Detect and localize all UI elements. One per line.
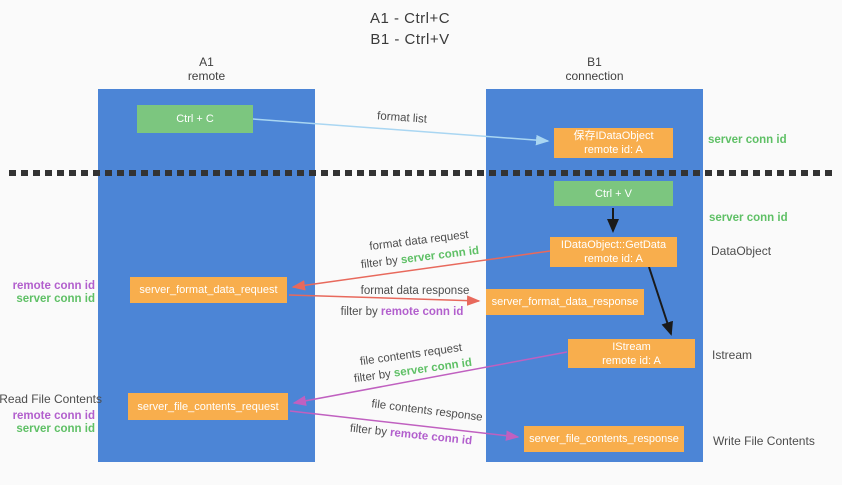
- label-right-server-conn-id-2: server conn id: [709, 212, 788, 224]
- node-idataobject-getdata-line1: IDataObject::GetData: [560, 239, 667, 251]
- label-right-server-conn-id-1: server conn id: [708, 134, 787, 146]
- title-line-2: B1 - Ctrl+V: [370, 31, 450, 48]
- node-server-format-data-request: server_format_data_request: [130, 277, 287, 303]
- node-server-format-data-response: server_format_data_response: [486, 289, 644, 315]
- label-istream: Istream: [712, 348, 753, 362]
- node-server-file-contents-request-label: server_file_contents_request: [137, 400, 279, 413]
- label-format-data-response: format data response: [360, 285, 470, 297]
- node-save-idataobject: 保存IDataObject remote id: A: [554, 128, 673, 158]
- node-istream-line2: remote id: A: [602, 354, 661, 367]
- lane-header-b1: B1 connection: [486, 55, 703, 83]
- node-ctrl-v: Ctrl + V: [554, 181, 673, 206]
- node-server-format-data-request-label: server_format_data_request: [139, 284, 278, 296]
- node-server-format-data-response-label: server_format_data_response: [491, 296, 639, 308]
- title-line-1: A1 - Ctrl+C: [369, 10, 451, 27]
- label-left-remote-conn-id-1: remote conn id: [12, 280, 95, 292]
- lane-b1-subtitle: connection: [565, 69, 624, 83]
- node-save-idataobject-line2: remote id: A: [584, 144, 643, 156]
- node-istream: IStream remote id: A: [568, 339, 695, 368]
- label-left-server-conn-id-1: server conn id: [16, 293, 95, 305]
- node-ctrl-v-label: Ctrl + V: [595, 187, 632, 200]
- format-list-arrow: [252, 118, 550, 146]
- node-save-idataobject-line1: 保存IDataObject: [573, 130, 654, 142]
- node-server-file-contents-request: server_file_contents_request: [128, 393, 288, 420]
- node-ctrl-c-label: Ctrl + C: [176, 113, 214, 125]
- diagram-title: A1 - Ctrl+C B1 - Ctrl+V: [310, 8, 510, 50]
- label-read-file-contents: Read File Contents: [0, 392, 102, 406]
- node-idataobject-getdata-line2: remote id: A: [584, 253, 643, 265]
- label-filter-remote-1-value: remote conn id: [380, 306, 464, 318]
- node-server-file-contents-response: server_file_contents_response: [524, 426, 684, 452]
- label-write-file-contents: Write File Contents: [713, 434, 815, 448]
- getdata-to-istream-arrow: [648, 266, 673, 336]
- node-istream-line1: IStream: [612, 340, 651, 353]
- label-filter-remote-1: filter by remote conn id: [341, 306, 464, 318]
- label-filter-remote-1-prefix: filter by: [340, 306, 381, 318]
- lane-header-a1: A1 remote: [98, 55, 315, 83]
- lane-a1-subtitle: remote: [187, 69, 226, 83]
- file-contents-response-arrow: [289, 410, 520, 441]
- node-ctrl-c: Ctrl + C: [137, 105, 253, 133]
- label-left-remote-conn-id-2: remote conn id: [12, 410, 95, 422]
- format-data-response-arrow: [288, 294, 481, 306]
- node-idataobject-getdata: IDataObject::GetData remote id: A: [550, 237, 677, 267]
- label-left-server-conn-id-2: server conn id: [16, 423, 95, 435]
- format-data-request-arrow: [291, 250, 551, 291]
- file-contents-request-arrow: [292, 351, 568, 406]
- lane-a1-name: A1: [199, 55, 214, 69]
- lane-b1-name: B1: [587, 55, 602, 69]
- node-server-file-contents-response-label: server_file_contents_response: [529, 433, 679, 445]
- label-dataobject: DataObject: [711, 244, 772, 258]
